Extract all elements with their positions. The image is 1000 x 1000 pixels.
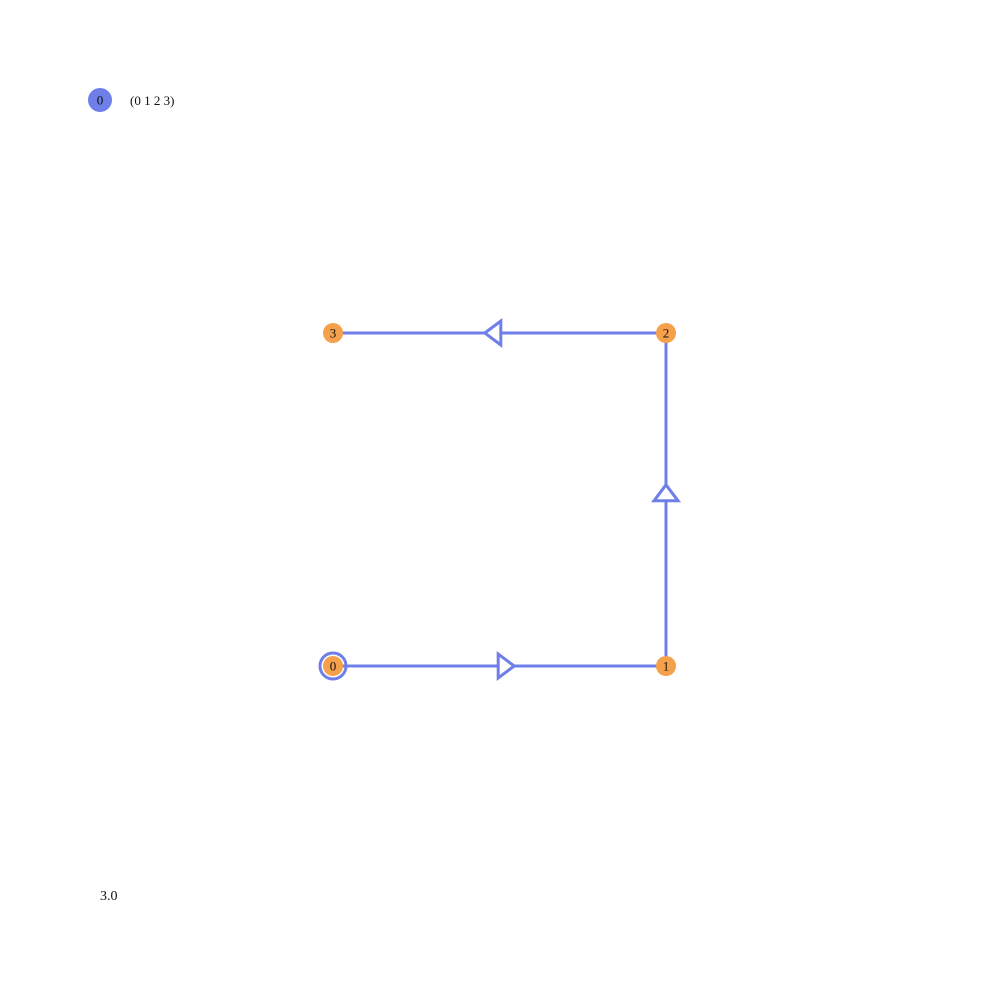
node-3 (323, 323, 343, 343)
legend-path-id: 0 (97, 93, 104, 108)
node-label-2: 2 (663, 326, 670, 341)
edges-layer (333, 318, 681, 681)
start-node-ring (318, 651, 348, 681)
legend-path-label: (0 1 2 3) (130, 93, 174, 108)
node-0 (323, 656, 343, 676)
node-label-1: 1 (663, 659, 670, 674)
node-label-3: 3 (330, 326, 337, 341)
node-2 (656, 323, 676, 343)
node-label-0: 0 (330, 659, 337, 674)
legend: 0 (0 1 2 3) (88, 88, 174, 112)
footer-value: 3.0 (100, 889, 118, 904)
edge-arrow-1-2 (651, 482, 681, 503)
legend-path-marker (88, 88, 112, 112)
nodes-layer: 0 1 2 3 (318, 323, 676, 681)
node-1 (656, 656, 676, 676)
edge-arrow-2-3 (482, 318, 503, 348)
edge-arrow-0-1 (496, 651, 517, 681)
